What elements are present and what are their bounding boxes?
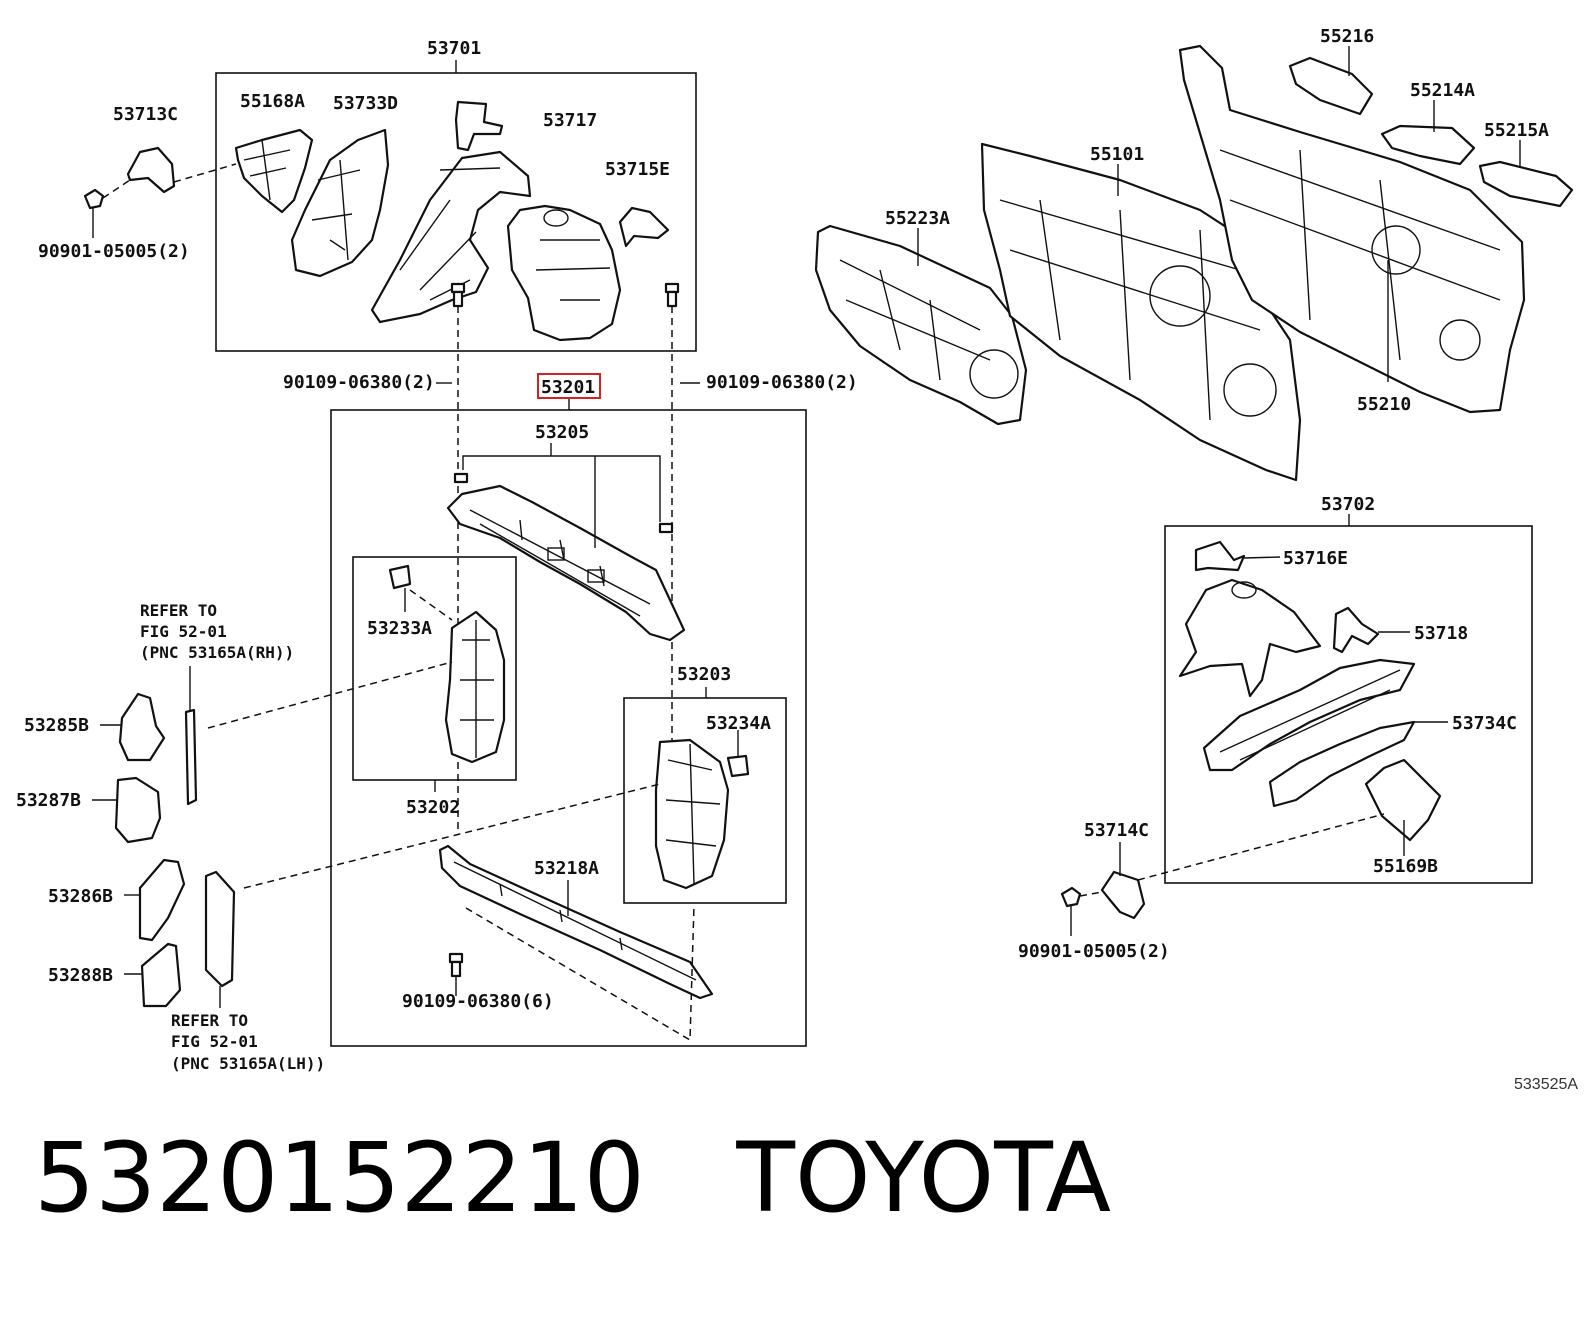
label-55214A: 55214A <box>1410 80 1475 101</box>
part-53205 <box>446 484 686 642</box>
label-55210: 55210 <box>1357 394 1411 415</box>
note-lh-line1: REFER TO <box>171 1011 248 1030</box>
bolt-90109-right <box>664 282 680 308</box>
label-53286B: 53286B <box>48 886 113 907</box>
label-53716E: 53716E <box>1283 548 1348 569</box>
part-55169B <box>1364 758 1442 842</box>
part-55215A <box>1478 160 1574 208</box>
footer-part-number: 5320152210 <box>34 1122 645 1234</box>
dash-53714C <box>1137 813 1385 881</box>
bracket-53205 <box>462 455 661 548</box>
note-rh-line3: (PNC 53165A(RH)) <box>140 643 294 662</box>
label-53285B: 53285B <box>24 715 89 736</box>
label-55169B: 55169B <box>1373 856 1438 877</box>
label-55216: 55216 <box>1320 26 1374 47</box>
label-90109-bottom: 90109-06380(6) <box>402 991 554 1012</box>
part-inner-rail <box>1202 658 1416 772</box>
note-rh-line1: REFER TO <box>140 601 217 620</box>
bolt-90901-right <box>1060 886 1082 936</box>
part-53733D-inner <box>370 150 532 324</box>
label-53714C: 53714C <box>1084 820 1149 841</box>
part-53165A-rh <box>184 708 198 806</box>
part-53234A <box>726 754 750 778</box>
dash-bolt-left <box>102 179 131 199</box>
note-lh-line3: (PNC 53165A(LH)) <box>171 1054 325 1073</box>
clip-53205-left <box>453 472 469 484</box>
label-55168A: 55168A <box>240 91 305 112</box>
part-53203 <box>654 738 730 890</box>
part-53286B <box>138 858 186 942</box>
part-55168A <box>234 128 314 214</box>
part-53715-tower-right <box>1178 578 1322 698</box>
part-53288B <box>140 942 182 1008</box>
label-53718: 53718 <box>1414 623 1468 644</box>
part-53165A-lh <box>204 870 236 988</box>
label-53288B: 53288B <box>48 965 113 986</box>
label-53713C: 53713C <box>113 104 178 125</box>
part-53734C <box>1268 720 1416 808</box>
part-53218A <box>438 844 714 1000</box>
part-53287B <box>114 776 162 844</box>
label-53234A: 53234A <box>706 713 771 734</box>
label-90901-05005-right: 90901-05005(2) <box>1018 941 1170 962</box>
part-53715A-tower <box>506 204 622 342</box>
part-53714C <box>1100 870 1146 920</box>
label-53715E: 53715E <box>605 159 670 180</box>
label-53205: 53205 <box>535 422 589 443</box>
part-53202 <box>444 610 506 764</box>
label-90109-left: 90109-06380(2) <box>283 372 435 393</box>
highlight-box-53201 <box>537 373 601 399</box>
part-55101 <box>980 142 1302 482</box>
note-rh-line2: FIG 52-01 <box>140 622 227 641</box>
label-53734C: 53734C <box>1452 713 1517 734</box>
footer-caption: 5320152210 TOYOTA <box>34 1130 1111 1226</box>
note-lh-line2: FIG 52-01 <box>171 1032 258 1051</box>
label-53733D: 53733D <box>333 93 398 114</box>
dash-53233A <box>409 589 453 621</box>
part-55210 <box>1178 44 1526 414</box>
group-frame-53203 <box>623 697 787 904</box>
part-53716E <box>1194 540 1246 572</box>
part-53233A <box>388 564 412 590</box>
leader-53716E <box>1243 556 1281 559</box>
footer-brand: TOYOTA <box>736 1122 1112 1234</box>
label-53701: 53701 <box>427 38 481 59</box>
label-90901-05005-left: 90901-05005(2) <box>38 241 190 262</box>
label-53218A: 53218A <box>534 858 599 879</box>
label-53233A: 53233A <box>367 618 432 639</box>
part-53718 <box>1332 606 1380 654</box>
figure-code: 533525A <box>1514 1076 1578 1093</box>
dash-53218A <box>465 904 695 1042</box>
label-53287B: 53287B <box>16 790 81 811</box>
bolt-90901-left <box>83 188 105 238</box>
label-53203: 53203 <box>677 664 731 685</box>
part-53717 <box>454 100 504 152</box>
label-55223A: 55223A <box>885 208 950 229</box>
label-53717: 53717 <box>543 110 597 131</box>
dash-53713C <box>173 163 237 183</box>
part-55214A <box>1380 124 1476 166</box>
label-53202: 53202 <box>406 797 460 818</box>
label-55215A: 55215A <box>1484 120 1549 141</box>
part-53713C <box>126 146 176 194</box>
bolt-90109-left <box>450 282 466 308</box>
part-53285B <box>118 692 166 762</box>
part-53715E <box>618 206 670 248</box>
label-55101: 55101 <box>1090 144 1144 165</box>
label-90109-right: 90109-06380(2) <box>706 372 858 393</box>
bolt-90109-bottom <box>448 952 464 978</box>
label-53702: 53702 <box>1321 494 1375 515</box>
part-53733D <box>290 128 390 278</box>
dash-bolt-right <box>1079 891 1103 897</box>
clip-53205-right <box>658 522 674 534</box>
part-55223A <box>814 224 1028 426</box>
dash-rh-note <box>207 661 453 729</box>
part-55216 <box>1288 56 1374 116</box>
label-53201: 53201 <box>541 377 595 398</box>
